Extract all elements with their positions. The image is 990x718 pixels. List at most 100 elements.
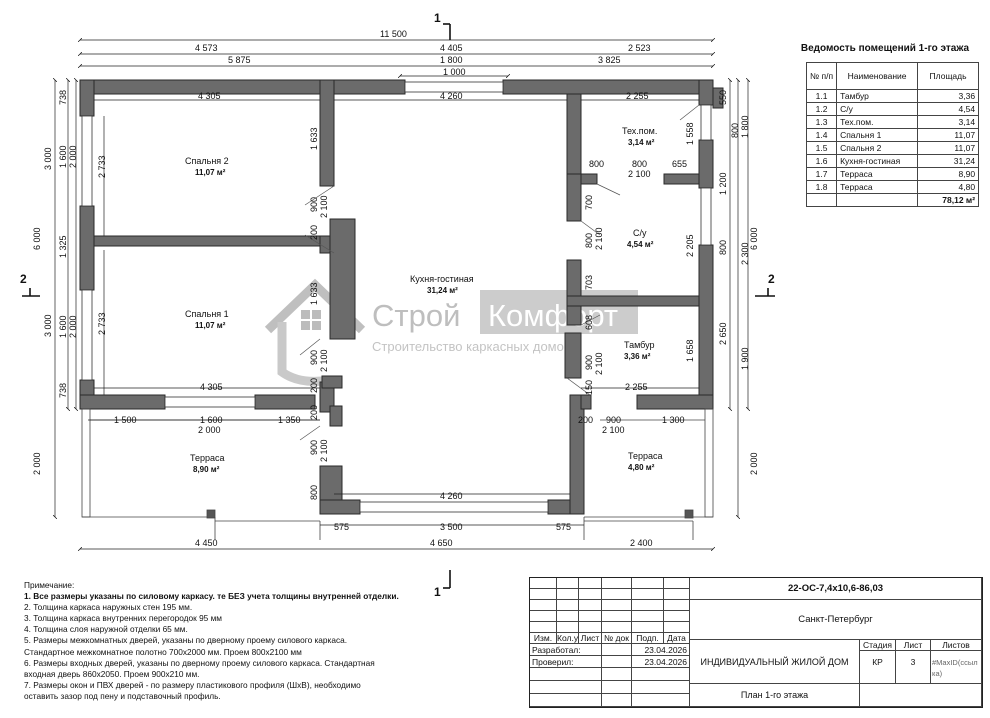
room-bedroom2-name: Спальня 2 [185,156,229,166]
room-su-name: С/у [633,228,647,238]
svg-text:3 000: 3 000 [43,314,53,337]
svg-text:2 000: 2 000 [749,452,759,475]
watermark-subtitle: Строительство каркасных домов [372,339,571,354]
svg-text:2 100: 2 100 [319,439,329,462]
svg-text:1 600: 1 600 [58,315,68,338]
note-item: 4. Толщина слоя наружной отделки 65 мм. [24,624,188,635]
dim-top-e: 1 800 [440,55,463,65]
svg-text:608: 608 [584,315,594,330]
room-tambur-name: Тамбур [624,340,655,350]
svg-text:4 260: 4 260 [440,491,463,501]
stage-label: Стадия [860,640,896,651]
dim-top-a: 4 573 [195,43,218,53]
dims-right: 6 000 2 000 1 800 2 300 1 900 550 800 1 … [718,90,759,475]
svg-text:2 300: 2 300 [740,242,750,265]
svg-text:1 200: 1 200 [718,172,728,195]
svg-text:1 900: 1 900 [740,347,750,370]
notes: Примечание: 1. Все размеры указаны по си… [24,580,524,702]
svg-text:3 000: 3 000 [43,147,53,170]
developed-date: 23.04.2026 [632,644,690,656]
svg-text:2 100: 2 100 [319,195,329,218]
svg-text:2 255: 2 255 [626,91,649,101]
svg-text:1 633: 1 633 [309,282,319,305]
title-block: Изм. Кол.уч Лист № док Подп. Дата Разраб… [529,577,983,708]
document-code: 22-ОС-7,4х10,6-86,03 [690,578,982,600]
svg-text:738: 738 [58,383,68,398]
svg-text:800: 800 [730,123,740,138]
svg-text:6 000: 6 000 [32,227,42,250]
svg-text:900: 900 [309,440,319,455]
svg-text:1 500: 1 500 [114,415,137,425]
dimension-lines [55,40,748,549]
svg-text:1 633: 1 633 [309,127,319,150]
svg-text:200: 200 [309,405,319,420]
sheet-label: Лист [896,640,931,651]
room-terrace-left-area: 8,90 м² [193,465,220,474]
room-kitchen-area: 31,24 м² [427,286,458,295]
room-kitchen-name: Кухня-гостиная [410,274,474,284]
svg-text:703: 703 [584,275,594,290]
walls [79,79,724,515]
svg-text:2 000: 2 000 [68,315,78,338]
section-2-right: 2 [768,272,775,286]
svg-text:2 733: 2 733 [97,312,107,335]
room-table-title: Ведомость помещений 1-го этажа [800,43,970,54]
svg-text:575: 575 [334,522,349,532]
note-item: 7. Размеры окон и ПВХ дверей - по размер… [24,679,361,690]
room-tambur-area: 3,36 м² [624,352,651,361]
watermark-part1: Строй [372,298,460,333]
svg-text:800: 800 [589,159,604,169]
room-bedroom1-name: Спальня 1 [185,309,229,319]
note-item: 5. Размеры межкомнатных дверей, указаны … [24,635,348,646]
sheet-name: План 1-го этажа [690,684,860,707]
sheet-value: 3 [896,651,931,684]
room-terrace-left-name: Терраса [190,453,225,463]
svg-text:2 000: 2 000 [198,425,221,435]
note-item: 2. Толщина каркаса наружных стен 195 мм. [24,602,193,613]
svg-text:655: 655 [672,159,687,169]
svg-text:2 650: 2 650 [718,322,728,345]
dim-top-c: 2 523 [628,43,651,53]
svg-text:800: 800 [718,240,728,255]
room-table-total: 78,12 м² [805,193,980,207]
svg-text:800: 800 [584,233,594,248]
checked-label: Проверил: [530,656,602,668]
note-item: 1. Все размеры указаны по силовому карка… [24,591,399,602]
room-terrace-right-area: 4,80 м² [628,463,655,472]
dim-overall: 11 500 [380,29,407,39]
section-markers [22,23,775,589]
notes-title: Примечание: [24,580,75,590]
sheets-label: Листов [931,640,982,651]
svg-text:1 600: 1 600 [200,415,223,425]
svg-text:2 205: 2 205 [685,234,695,257]
room-table-header: № п/п Наименование Площадь [805,62,980,90]
sheets-value: #MaxID(ссылка) [931,651,982,684]
checked-date: 23.04.2026 [632,656,690,668]
svg-text:2 100: 2 100 [628,169,651,179]
dim-top-b: 4 405 [440,43,463,53]
room-su-area: 4,54 м² [627,240,654,249]
note-item: 6. Размеры входных дверей, указаны по дв… [24,657,375,668]
svg-text:200: 200 [578,415,593,425]
section-1-top: 1 [434,11,441,25]
dim-bottom-c: 2 400 [630,538,653,548]
developed-label: Разработал: [530,644,602,656]
svg-text:200: 200 [309,225,319,240]
svg-text:200: 200 [309,378,319,393]
dims-left: 3 000 3 000 2 000 6 000 738 1 600 2 000 … [32,90,107,475]
room-bedroom2-area: 11,07 м² [195,168,226,177]
note-item: 3. Толщина каркаса внутренних перегородо… [24,613,223,624]
room-terrace-right-name: Терраса [628,451,663,461]
room-tech-name: Тех.пом. [622,126,657,136]
svg-text:738: 738 [58,90,68,105]
svg-text:3 500: 3 500 [440,522,463,532]
svg-text:2 100: 2 100 [602,425,625,435]
svg-text:4 305: 4 305 [200,382,223,392]
dim-top-f: 3 825 [598,55,621,65]
